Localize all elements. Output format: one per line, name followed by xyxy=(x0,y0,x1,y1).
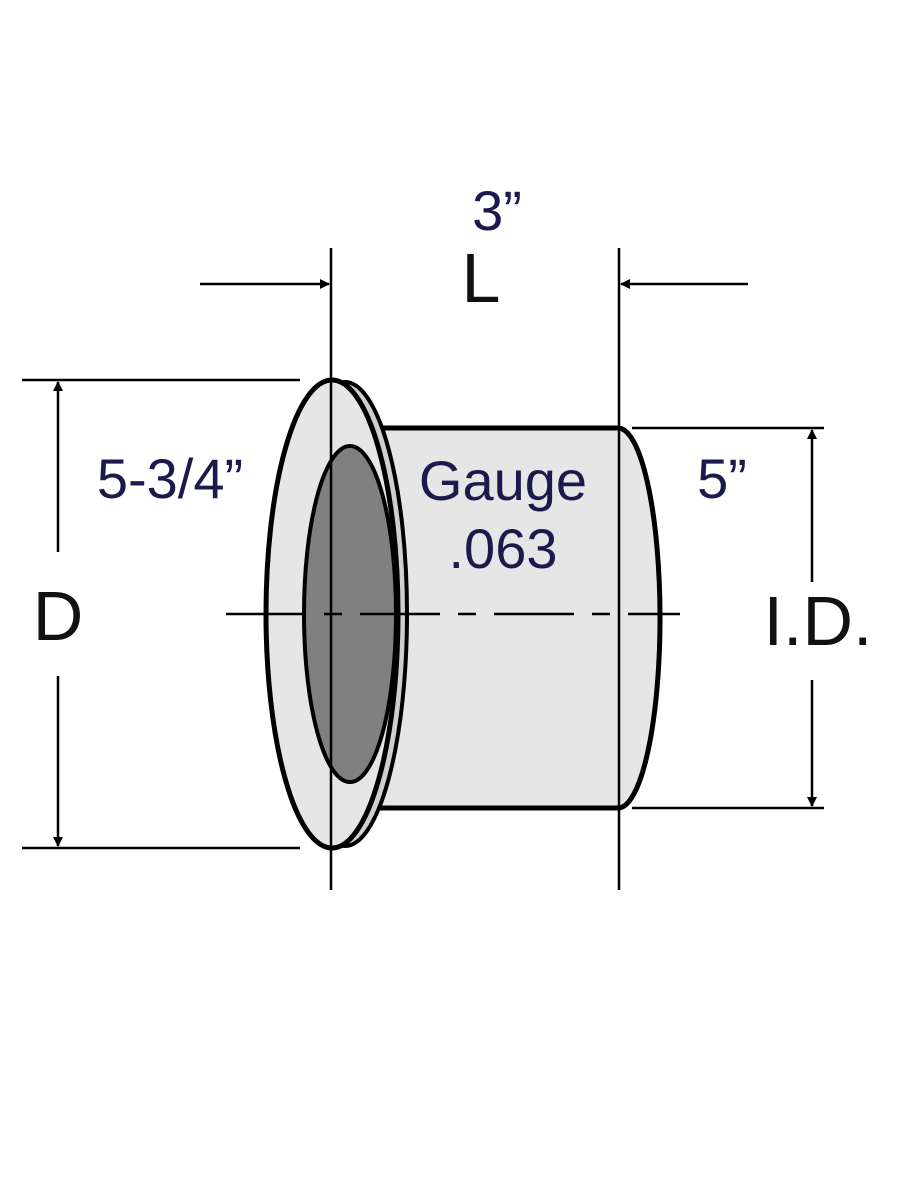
gauge-value: .063 xyxy=(449,517,558,580)
gauge-label: Gauge xyxy=(419,449,587,512)
bushing-body xyxy=(357,425,663,811)
inner-diameter-letter-label: I.D. xyxy=(764,582,873,660)
inner-diameter-value-label: 5” xyxy=(697,447,747,510)
length-value-label: 3” xyxy=(472,179,522,242)
flange-diameter-letter-label: D xyxy=(33,577,84,655)
length-letter-label: L xyxy=(462,239,501,317)
flange-diameter-value-label: 5-3/4” xyxy=(97,447,243,510)
